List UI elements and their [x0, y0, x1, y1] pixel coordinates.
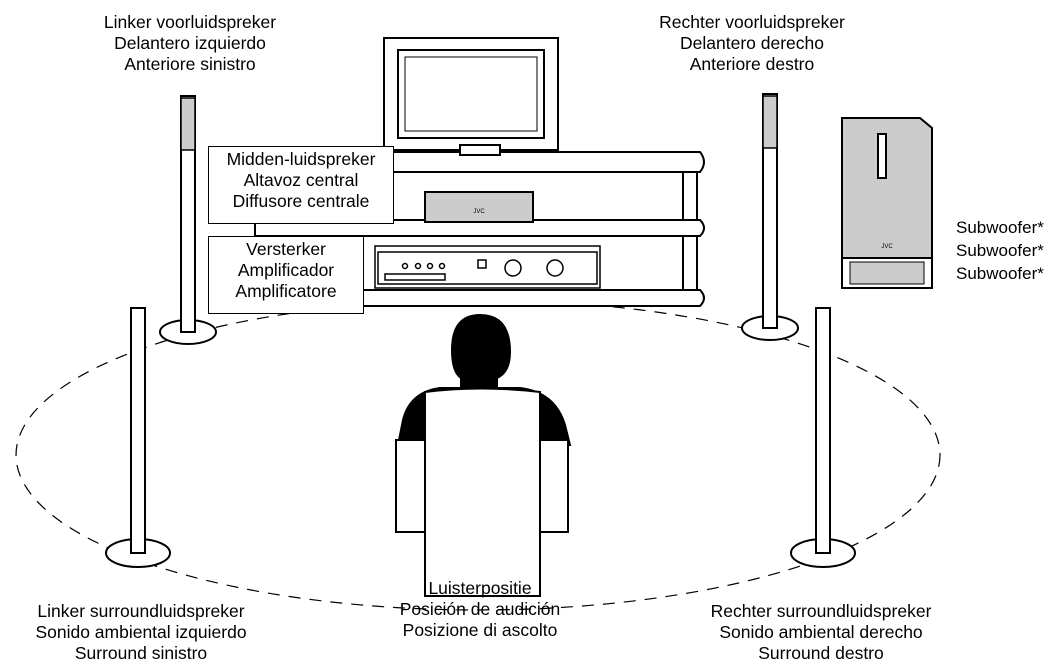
- front-left-it: Anteriore sinistro: [124, 54, 256, 74]
- surround-left-nl: Linker surroundluidspreker: [37, 601, 245, 621]
- subwoofer-es: Subwoofer*: [956, 241, 1044, 260]
- surround-right-es: Sonido ambiental derecho: [719, 622, 923, 642]
- front-right-speaker: [741, 93, 799, 341]
- subwoofer-it: Subwoofer*: [956, 264, 1044, 283]
- front-left-label: Linker voorluidspreker Delantero izquier…: [70, 12, 310, 75]
- surround-left-speaker: [105, 307, 171, 568]
- subwoofer-brand-logo: JVC: [881, 244, 893, 250]
- television: [383, 37, 559, 156]
- front-right-label: Rechter voorluidspreker Delantero derech…: [632, 12, 872, 75]
- surround-left-label: Linker surroundluidspreker Sonido ambien…: [0, 601, 282, 664]
- surround-left-es: Sonido ambiental izquierdo: [35, 622, 247, 642]
- subwoofer-label: Subwoofer* Subwoofer* Subwoofer*: [956, 216, 1044, 285]
- listening-it: Posizione di ascolto: [402, 620, 558, 640]
- surround-right-label: Rechter surroundluidspreker Sonido ambie…: [676, 601, 966, 664]
- surround-right-nl: Rechter surroundluidspreker: [710, 601, 932, 621]
- center-speaker-label: Midden-luidspreker Altavoz central Diffu…: [208, 146, 394, 224]
- front-right-es: Delantero derecho: [680, 33, 824, 53]
- amplifier-it: Amplificatore: [235, 281, 337, 301]
- front-left-nl: Linker voorluidspreker: [103, 12, 277, 32]
- listener-in-chair: [395, 313, 572, 597]
- center-nl: Midden-luidspreker: [226, 149, 376, 169]
- front-left-speaker: [159, 95, 217, 345]
- surround-left-it: Surround sinistro: [74, 643, 208, 663]
- center-it: Diffusore centrale: [232, 191, 370, 211]
- front-left-es: Delantero izquierdo: [114, 33, 266, 53]
- listening-nl: Luisterpositie: [428, 578, 532, 598]
- listening-es: Posición de audición: [399, 599, 561, 619]
- front-right-it: Anteriore destro: [689, 54, 815, 74]
- listening-position-label: Luisterpositie Posición de audición Posi…: [360, 578, 600, 641]
- center-speaker-unit: JVC: [424, 191, 534, 223]
- subwoofer-unit: JVC: [841, 117, 933, 289]
- amplifier-unit: [374, 245, 601, 289]
- amplifier-label: Versterker Amplificador Amplificatore: [208, 236, 364, 314]
- center-brand-logo: JVC: [473, 209, 485, 215]
- subwoofer-nl: Subwoofer*: [956, 218, 1044, 237]
- amplifier-nl: Versterker: [246, 239, 326, 259]
- amplifier-es: Amplificador: [237, 260, 335, 280]
- surround-right-it: Surround destro: [758, 643, 884, 663]
- center-es: Altavoz central: [243, 170, 359, 190]
- surround-right-speaker: [790, 307, 856, 568]
- front-right-nl: Rechter voorluidspreker: [659, 12, 845, 32]
